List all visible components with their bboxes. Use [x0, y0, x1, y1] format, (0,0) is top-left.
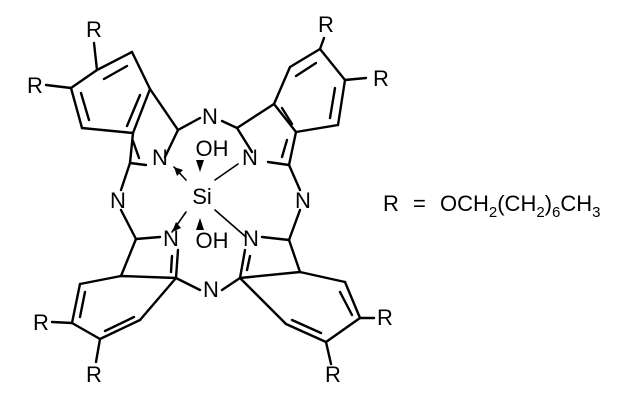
bridge-nitrogen-label: N [203, 277, 219, 302]
legend-formula-close: ) [545, 191, 552, 216]
legend-formula-paren: (CH [497, 191, 536, 216]
legend-lhs: R [383, 191, 399, 216]
pyrrole-nitrogen-label: N [242, 145, 258, 170]
bridge-nitrogen-label: N [295, 188, 311, 213]
substituent-label: R [325, 362, 341, 387]
bond-network [44, 36, 376, 366]
substituent-label: R [27, 73, 43, 98]
legend-formula-sub: 3 [592, 204, 600, 221]
substituent-definition: R = OCH2(CH2)6CH3 [383, 191, 600, 221]
legend-formula-sub: 2 [536, 204, 544, 221]
hydroxyl-label: OH [196, 228, 229, 253]
silicon-label: Si [192, 184, 212, 209]
pyrrole-nitrogen-label: N [163, 226, 179, 251]
legend-formula-tail: CH [560, 191, 592, 216]
substituent-label: R [318, 12, 334, 37]
atom-labels: R R R R R R R R N N N N N N N N OH Si OH [27, 12, 393, 387]
substituent-label: R [86, 17, 102, 42]
pyrrole-nitrogen-label: N [243, 226, 259, 251]
bridge-nitrogen-label: N [202, 104, 218, 129]
legend-equals: = [413, 191, 426, 216]
pyrrole-nitrogen-label: N [152, 145, 168, 170]
substituent-label: R [86, 362, 102, 387]
legend-formula-sub: 2 [489, 204, 497, 221]
substituent-label: R [373, 66, 389, 91]
substituent-label: R [377, 305, 393, 330]
substituent-label: R [33, 310, 49, 335]
bridge-nitrogen-label: N [110, 188, 126, 213]
hydroxyl-label: OH [196, 136, 229, 161]
legend-formula-sub: 6 [552, 204, 560, 221]
legend-formula-main: OCH [440, 191, 489, 216]
